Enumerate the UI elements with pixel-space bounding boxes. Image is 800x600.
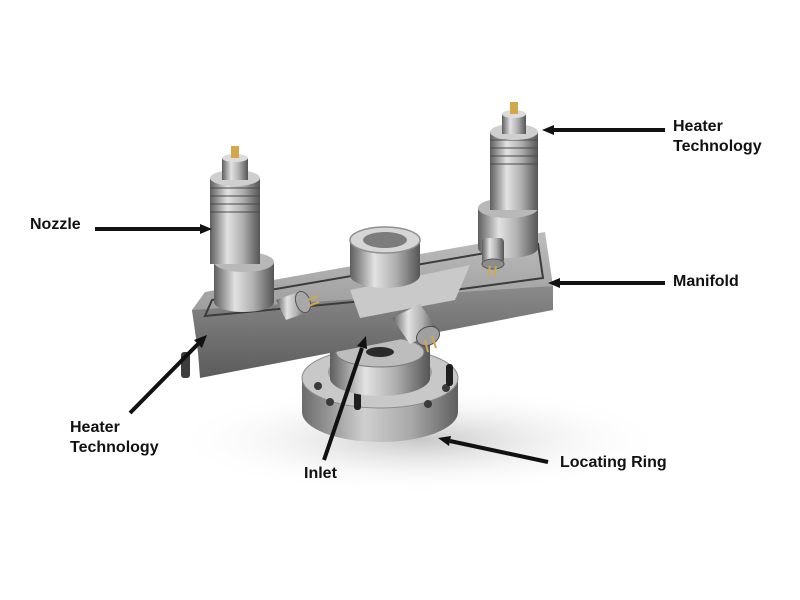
- leader-nozzle: [95, 224, 212, 234]
- label-locating-ring: Locating Ring: [560, 454, 667, 471]
- ring-bolt-hole: [326, 398, 334, 406]
- label-manifold: Manifold: [673, 273, 739, 290]
- label-nozzle: Nozzle: [30, 216, 81, 233]
- leader-heater-bottom: [128, 335, 207, 415]
- left-heater-connector: [276, 290, 320, 320]
- label-inlet: Inlet: [304, 465, 337, 482]
- right-nozzle: [478, 102, 538, 258]
- nozzle-tip: [231, 146, 239, 158]
- ring-bolt-hole: [424, 400, 432, 408]
- center-heater-connector: [392, 304, 441, 353]
- label-heater-technology-bottom: Heater Technology: [70, 419, 159, 456]
- left-nozzle: [210, 146, 274, 312]
- label-heater-technology-top: Heater Technology: [673, 118, 762, 155]
- leader-manifold: [548, 278, 665, 288]
- floor-shadow: [170, 385, 670, 495]
- right-heater-connector: [481, 238, 505, 277]
- leader-locating-ring: [438, 436, 549, 464]
- leader-inlet: [322, 336, 367, 461]
- sprue-bushing: [349, 226, 421, 288]
- ring-bolt-hole: [442, 384, 450, 392]
- nozzle-tip: [510, 102, 518, 114]
- leader-heater-top: [542, 125, 665, 135]
- ring-bolt-hole: [314, 382, 322, 390]
- ring-pin: [446, 364, 453, 386]
- leader-lines: [95, 125, 665, 464]
